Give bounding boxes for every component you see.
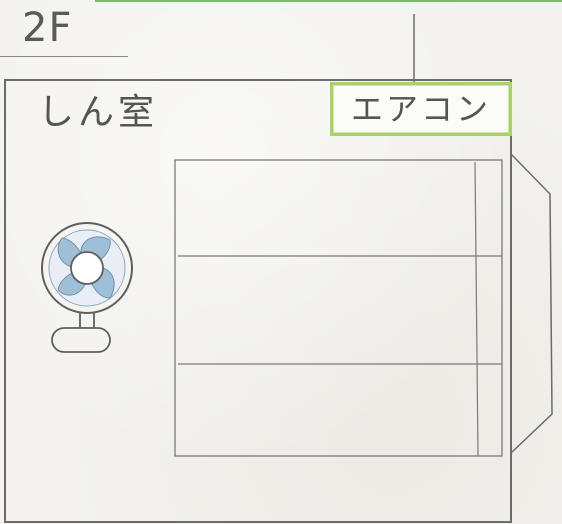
top-green-line [95,0,562,2]
room-outline [4,79,512,523]
fan-base [51,327,111,353]
fan-hub [70,251,104,285]
bed-frame [174,159,503,457]
room-name-label: しん室 [38,92,159,133]
floor-label: 2F [22,5,73,51]
bed-furniture [174,159,503,457]
aircon-label: エアコン [330,82,512,136]
electric-fan-icon [41,222,133,353]
floor-underline [0,56,128,57]
fan-neck [79,313,95,328]
fan-guard [41,222,133,314]
window-bay [510,153,553,454]
bed-right-rail [474,161,479,457]
